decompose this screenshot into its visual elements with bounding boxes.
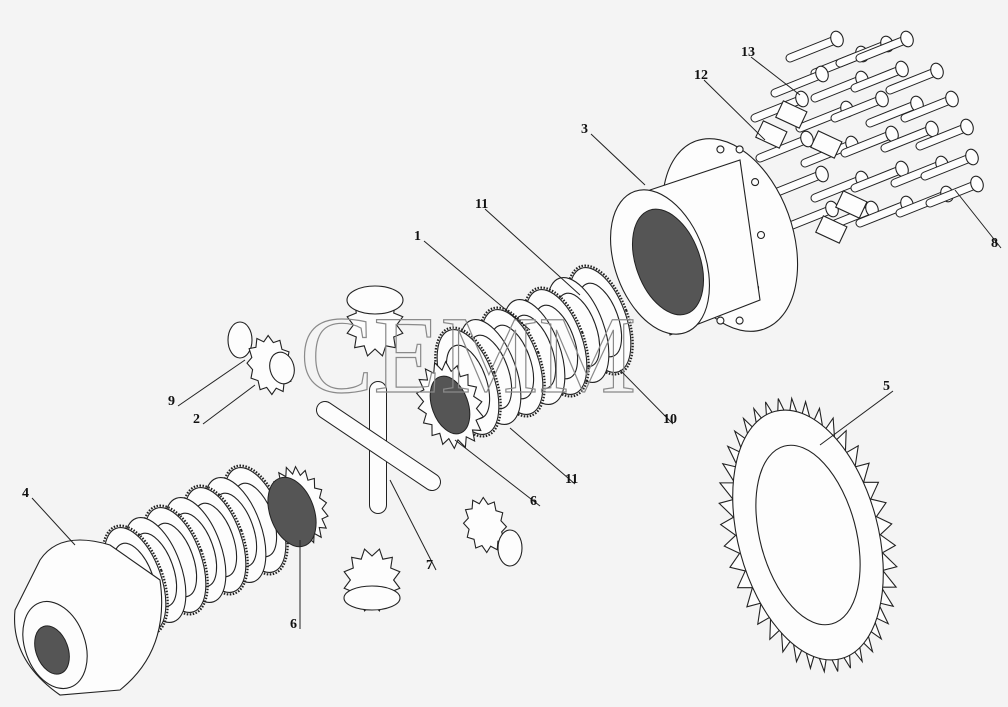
bolt-shaft-fill <box>886 68 939 94</box>
bolt-head <box>795 90 809 108</box>
callout-pinion-gear: 2 <box>193 412 200 427</box>
bolt-shaft-fill <box>786 36 839 62</box>
bolt-shaft-fill <box>851 66 904 92</box>
leader-line <box>750 56 801 96</box>
bolt-shaft-fill <box>841 131 894 157</box>
flange-hole <box>756 230 766 240</box>
side-gear-upper-spline <box>429 375 471 435</box>
bolt-shaft-fill <box>891 161 944 187</box>
pinion-top-washer <box>346 285 404 315</box>
leader-line <box>31 497 76 546</box>
callout-friction-disc-upper: 11 <box>475 197 489 212</box>
friction-disc-teeth <box>522 286 590 398</box>
pinion-face <box>269 351 295 385</box>
bolt-shaft-fill <box>856 201 909 227</box>
pinion-bottom-washer <box>343 585 401 611</box>
friction-disc-teeth <box>478 306 546 418</box>
bolt-shaft-fill <box>901 96 954 122</box>
leader-line <box>590 133 646 186</box>
bolt-shaft-fill <box>866 101 919 127</box>
leader-line <box>819 390 894 446</box>
watermark: CEMM <box>300 294 636 416</box>
bolt-shaft-fill <box>881 126 934 152</box>
bolt-shaft-fill <box>851 166 904 192</box>
bolt-shaft-fill <box>916 124 969 150</box>
bolt-shaft-fill <box>856 36 909 62</box>
lock-plate <box>775 100 808 129</box>
leader-line <box>389 479 437 571</box>
spider-arm-fill <box>317 402 440 490</box>
friction-disc-lower-teeth <box>101 524 169 636</box>
ring-gear-bore <box>755 444 861 626</box>
callout-friction-disc-lower: 11 <box>565 472 579 487</box>
leader-line <box>703 79 766 141</box>
callout-friction-disc: 10 <box>663 412 677 427</box>
pinion-gear-right <box>462 496 508 554</box>
leader-line <box>177 359 246 407</box>
bolt-head <box>970 175 984 193</box>
bolt-head <box>945 90 959 108</box>
case-bore <box>632 208 704 316</box>
callout-lock-plate: 12 <box>694 68 708 83</box>
flange-hole <box>751 178 760 187</box>
bolt-head <box>960 118 974 136</box>
lock-plate <box>755 120 788 149</box>
flange-hole <box>716 145 725 154</box>
leader-line <box>454 439 541 507</box>
flange-hole <box>735 145 744 154</box>
thrust-washer <box>227 321 253 359</box>
friction-disc-teeth <box>566 264 634 376</box>
bolt-head <box>875 90 889 108</box>
callout-spider-cross: 7 <box>426 558 433 573</box>
thrust-washer-right <box>497 529 523 567</box>
bolt-shaft-fill <box>756 136 809 162</box>
callout-friction-disc-pack: 1 <box>414 229 421 244</box>
leader-line <box>423 240 531 331</box>
bolt-shaft-fill <box>771 171 824 197</box>
lock-plate <box>835 190 868 219</box>
leader-line <box>509 427 576 485</box>
bolt-head <box>900 30 914 48</box>
leader-line <box>619 369 674 425</box>
bolt-shaft-fill <box>921 154 974 180</box>
friction-disc-lower-teeth <box>141 504 209 616</box>
bolt-shaft-fill <box>926 181 979 207</box>
side-gear-lower-spline <box>267 476 317 548</box>
flange-hole <box>716 316 725 325</box>
bolt-shaft-fill <box>771 71 824 97</box>
callout-differential-case-half: 4 <box>22 486 29 501</box>
flange-hole <box>735 316 744 325</box>
callout-thrust-washer: 9 <box>168 394 175 409</box>
bolt-head <box>830 30 844 48</box>
bolt-head <box>965 148 979 166</box>
friction-disc-teeth <box>434 326 502 438</box>
leader-line <box>202 384 256 425</box>
lock-plate <box>810 130 843 159</box>
bolt-shaft-fill <box>751 96 804 122</box>
bolt-shaft-fill <box>831 96 884 122</box>
bolt-head <box>800 130 814 148</box>
bolt-head <box>815 65 829 83</box>
bolt-head <box>815 165 829 183</box>
callout-bolt-plate: 13 <box>741 45 755 60</box>
leader-line <box>954 189 1002 249</box>
bolt-head <box>895 60 909 78</box>
lock-plate <box>815 215 848 244</box>
callout-ring-gear: 5 <box>883 379 890 394</box>
friction-disc-lower-teeth <box>181 484 249 596</box>
bolt-head <box>930 62 944 80</box>
bolt-shaft-fill <box>811 76 864 102</box>
callout-differential-case-flange-half: 3 <box>581 122 588 137</box>
callout-side-gear-lower: 6 <box>290 617 297 632</box>
callout-side-gear-upper: 6 <box>530 494 537 509</box>
leader-line <box>484 208 581 296</box>
bolt-shaft-fill <box>811 176 864 202</box>
callout-bolt: 8 <box>991 236 998 251</box>
case-half-bore <box>34 625 70 675</box>
